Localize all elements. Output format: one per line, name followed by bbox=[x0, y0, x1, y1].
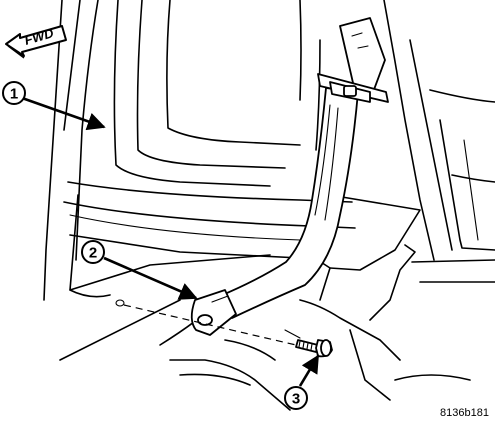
lower-anchor-plate bbox=[190, 289, 237, 336]
callout-2-leader bbox=[103, 256, 198, 300]
bolt-alignment-line bbox=[123, 304, 297, 346]
callout-3-number: 3 bbox=[292, 391, 300, 408]
figure-reference: 8136b181 bbox=[440, 407, 489, 419]
callout-2-number: 2 bbox=[89, 245, 97, 262]
anchor-bolt bbox=[295, 339, 333, 358]
anchor-mounting-hole bbox=[115, 299, 125, 307]
forward-arrow-icon: FWD bbox=[5, 25, 67, 59]
callout-3-leader bbox=[298, 354, 320, 387]
vehicle-interior-outline bbox=[43, 0, 495, 411]
callout-2: 2 bbox=[81, 240, 105, 264]
callout-1: 1 bbox=[2, 81, 26, 105]
callout-3: 3 bbox=[284, 386, 308, 410]
callout-1-leader bbox=[21, 96, 106, 131]
seat-belt-webbing bbox=[219, 17, 386, 319]
callout-1-number: 1 bbox=[10, 86, 18, 103]
belt-guide-bracket bbox=[317, 73, 389, 103]
